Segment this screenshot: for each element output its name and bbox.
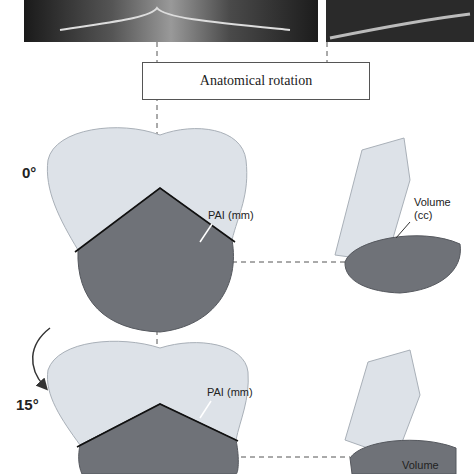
mri-image	[326, 0, 474, 42]
patella-shape	[345, 236, 460, 293]
measure-label: Volume	[402, 459, 439, 472]
box-title: Anatomical rotation	[200, 73, 312, 89]
measure-label: PAI (mm)	[207, 386, 253, 399]
measure-label: PAI (mm)	[208, 209, 254, 222]
patella-shape	[350, 440, 456, 474]
mri-image	[24, 0, 318, 42]
patella-shape	[79, 404, 239, 474]
process-box: Anatomical rotation	[142, 62, 370, 100]
measure-label: Volume (cc)	[414, 196, 462, 221]
angle-label: 15°	[16, 396, 39, 413]
angle-label: 0°	[22, 164, 36, 181]
